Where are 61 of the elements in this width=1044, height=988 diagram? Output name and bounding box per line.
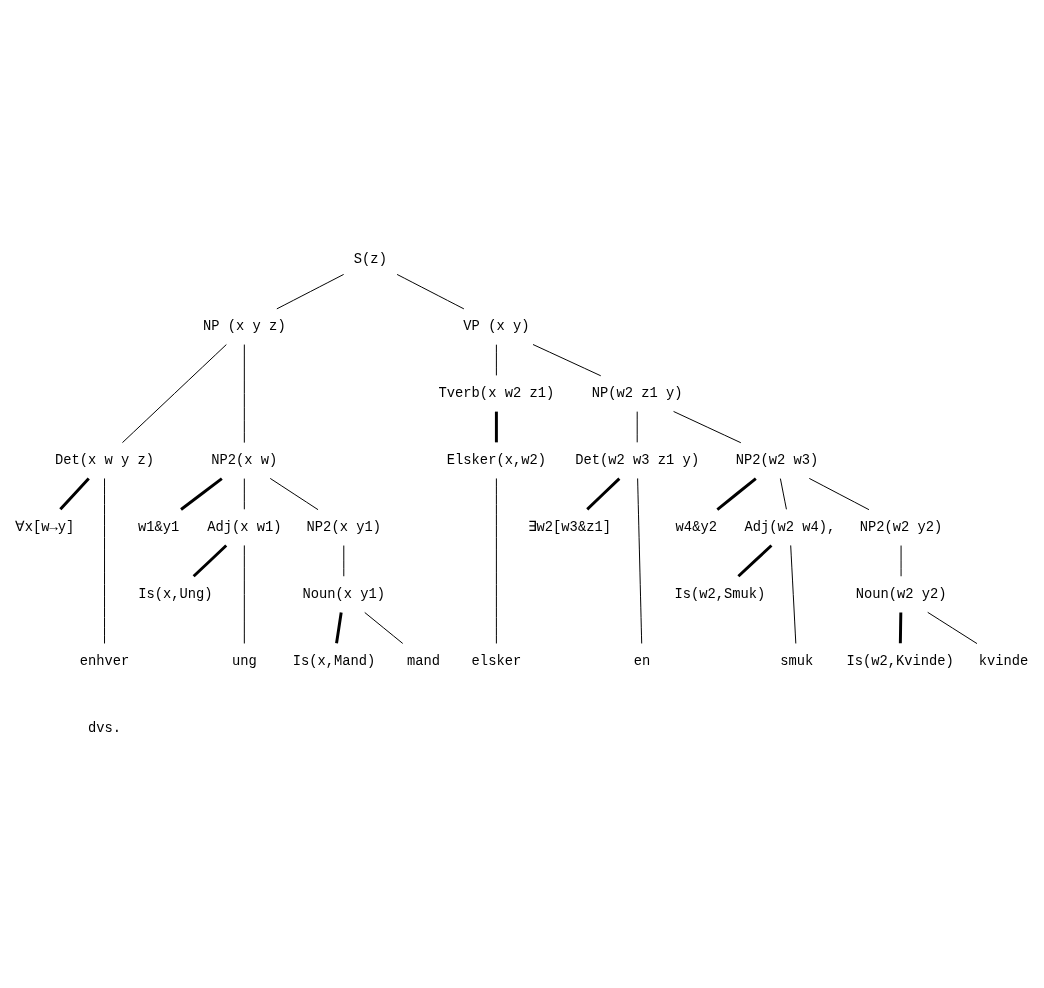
node-text: NP2(x w) [211, 453, 278, 469]
connector [790, 544, 797, 644]
node-text: NP (x y z) [203, 319, 286, 335]
node-text: NP(w2 z1 y) [591, 386, 683, 402]
node-text: w4&y2 [675, 520, 717, 536]
connector [636, 411, 638, 443]
node-text: enhver [79, 654, 130, 670]
node-text: NP2(x y1) [306, 520, 381, 536]
node-text: w1&y1 [138, 520, 180, 536]
connector [59, 477, 90, 511]
node-text: Noun(x y1) [302, 587, 386, 603]
connector [927, 611, 978, 645]
node-text: Det(w2 w3 z1 y) [575, 453, 700, 469]
connector [243, 544, 245, 644]
node-text: Adj(x w1) [207, 520, 282, 536]
node-text: Noun(w2 y2) [855, 587, 947, 603]
connector [396, 273, 465, 310]
node-text: NP2(w2 y2) [859, 520, 943, 536]
connector [104, 477, 105, 644]
node-text: NP2(w2 w3) [735, 453, 819, 469]
connector [243, 478, 245, 510]
node-text: Tverb(x w2 z1) [438, 386, 555, 402]
connector [737, 544, 773, 578]
node-text: kvinde [978, 654, 1029, 670]
connector [586, 477, 621, 511]
connector [779, 478, 787, 510]
node-text: en [633, 654, 651, 670]
node-text: ∃w2[w3&z1] [527, 520, 611, 536]
node-text: Is(x,Mand) [292, 654, 376, 670]
connector [180, 477, 223, 511]
connector [808, 477, 870, 511]
node-text: Adj(w2 w4), [744, 520, 836, 536]
node-text: Is(w2,Smuk) [674, 587, 766, 603]
connector [532, 344, 602, 377]
connector [637, 477, 643, 644]
connector [276, 273, 345, 310]
connector [495, 477, 497, 644]
node-text: mand [407, 654, 441, 670]
connector [343, 545, 345, 577]
label: dvs. [88, 720, 122, 736]
node-text: Is(x,Ung) [138, 587, 213, 603]
connector [495, 344, 497, 376]
node-text: ung [231, 654, 257, 670]
node-text: Is(w2,Kvinde) [846, 654, 954, 670]
connector [192, 544, 228, 578]
connector [243, 344, 245, 444]
node-text: S(z) [353, 252, 387, 268]
connector [269, 477, 319, 511]
connector [898, 612, 903, 644]
connector [494, 411, 498, 443]
connector [121, 344, 227, 444]
node-text: ∀x[w→y] [14, 520, 75, 536]
node-text: VP (x y) [463, 319, 530, 335]
connector [364, 612, 404, 644]
connector [335, 612, 343, 644]
connector [673, 410, 742, 444]
node-text: elsker [471, 654, 522, 670]
node-text: Det(x w y z) [54, 453, 155, 469]
node-text: Elsker(x,w2) [446, 453, 546, 469]
node-text: smuk [780, 654, 814, 670]
connector [716, 477, 757, 511]
